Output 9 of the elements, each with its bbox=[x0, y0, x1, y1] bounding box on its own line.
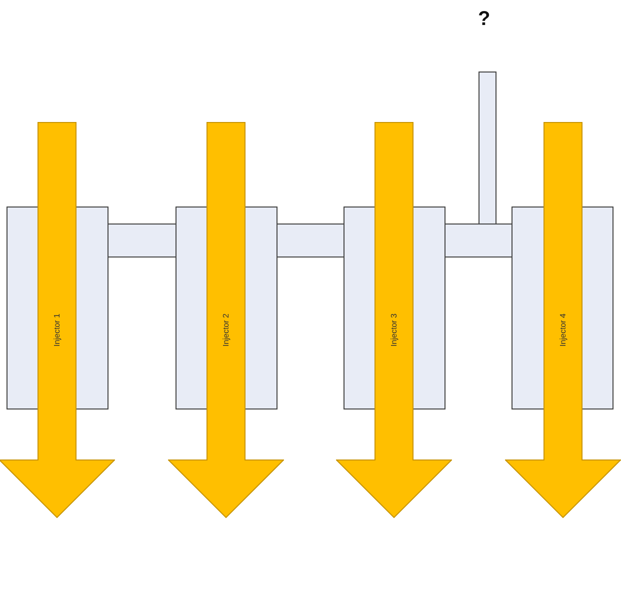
question-mark: ? bbox=[478, 8, 490, 31]
down-arrow bbox=[505, 122, 621, 518]
injector-label: Injector 2 bbox=[222, 314, 230, 346]
injector-label: Injector 1 bbox=[52, 314, 62, 346]
injector-label: Injector 4 bbox=[558, 314, 568, 346]
down-arrow bbox=[168, 122, 284, 518]
down-arrow bbox=[0, 122, 115, 518]
down-arrow bbox=[336, 122, 452, 518]
injector-label: Injector 3 bbox=[390, 314, 398, 346]
